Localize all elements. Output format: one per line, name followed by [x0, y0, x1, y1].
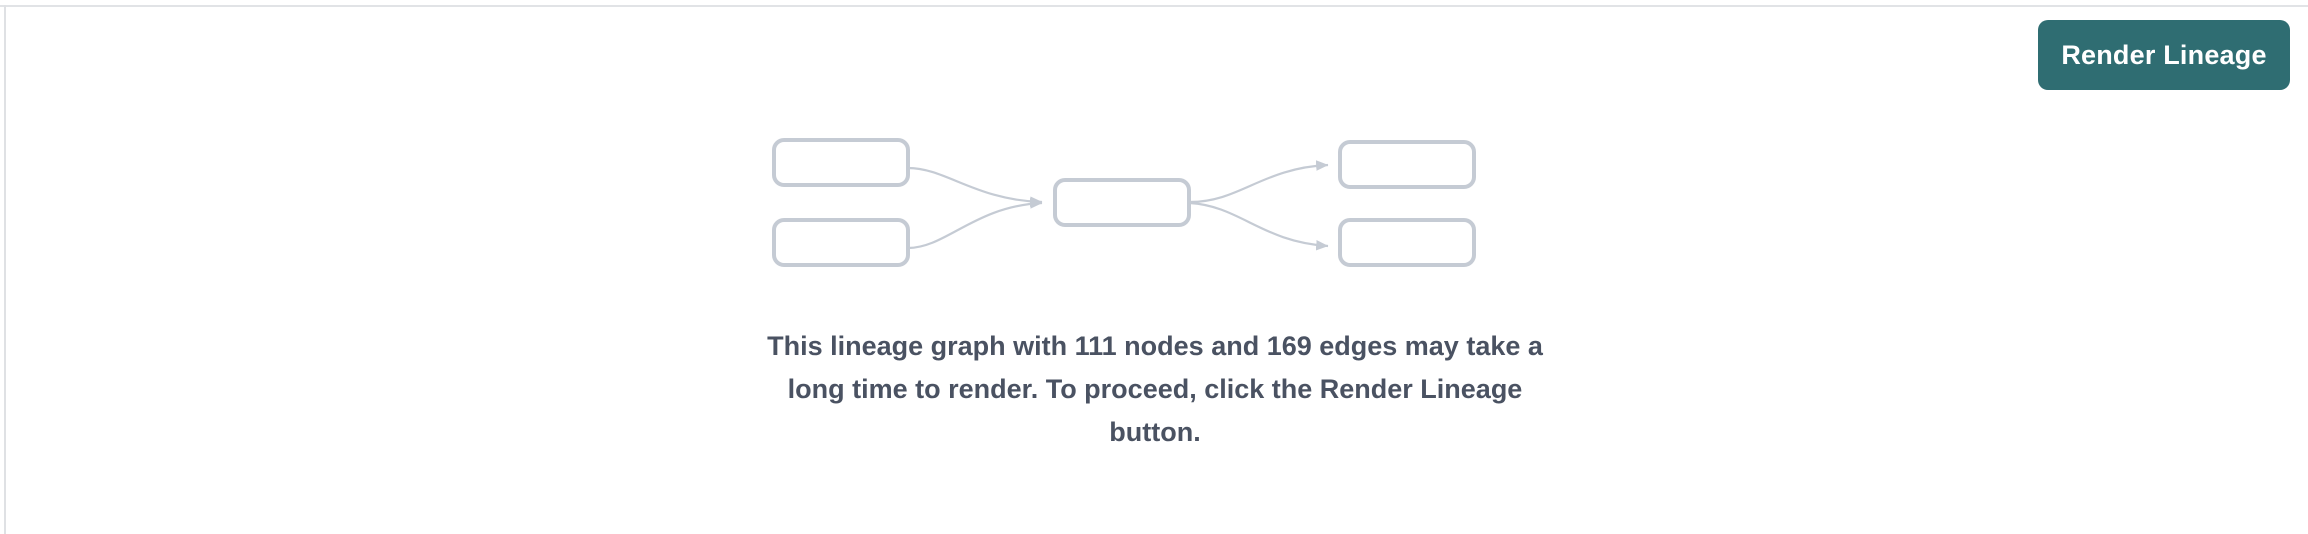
- render-lineage-button[interactable]: Render Lineage: [2038, 20, 2290, 90]
- lineage-edges: [907, 160, 1329, 251]
- edge-upstream1-to-center: [907, 166, 1043, 207]
- message-line: a long time to render. To proceed, click…: [787, 331, 1543, 404]
- lineage-node: [1338, 218, 1476, 267]
- lineage-node: [772, 138, 910, 187]
- top-divider: [0, 5, 2308, 7]
- lineage-nodes: [772, 138, 1476, 267]
- lineage-node: [1053, 178, 1191, 227]
- edge-upstream2-to-center: [907, 198, 1043, 250]
- edge-center-to-downstream2: [1189, 201, 1329, 251]
- lineage-warning-message: This lineage graph with 111 nodes and 16…: [760, 325, 1550, 454]
- lineage-node: [1338, 140, 1476, 189]
- lineage-node: [772, 218, 910, 267]
- message-line: button.: [1109, 417, 1201, 447]
- message-line: This lineage graph with 111 nodes and 16…: [767, 331, 1521, 361]
- lineage-graph-placeholder: [750, 120, 1570, 285]
- lineage-graph-svg: [772, 138, 1476, 267]
- left-divider: [4, 5, 6, 534]
- edge-center-to-downstream1: [1189, 160, 1329, 204]
